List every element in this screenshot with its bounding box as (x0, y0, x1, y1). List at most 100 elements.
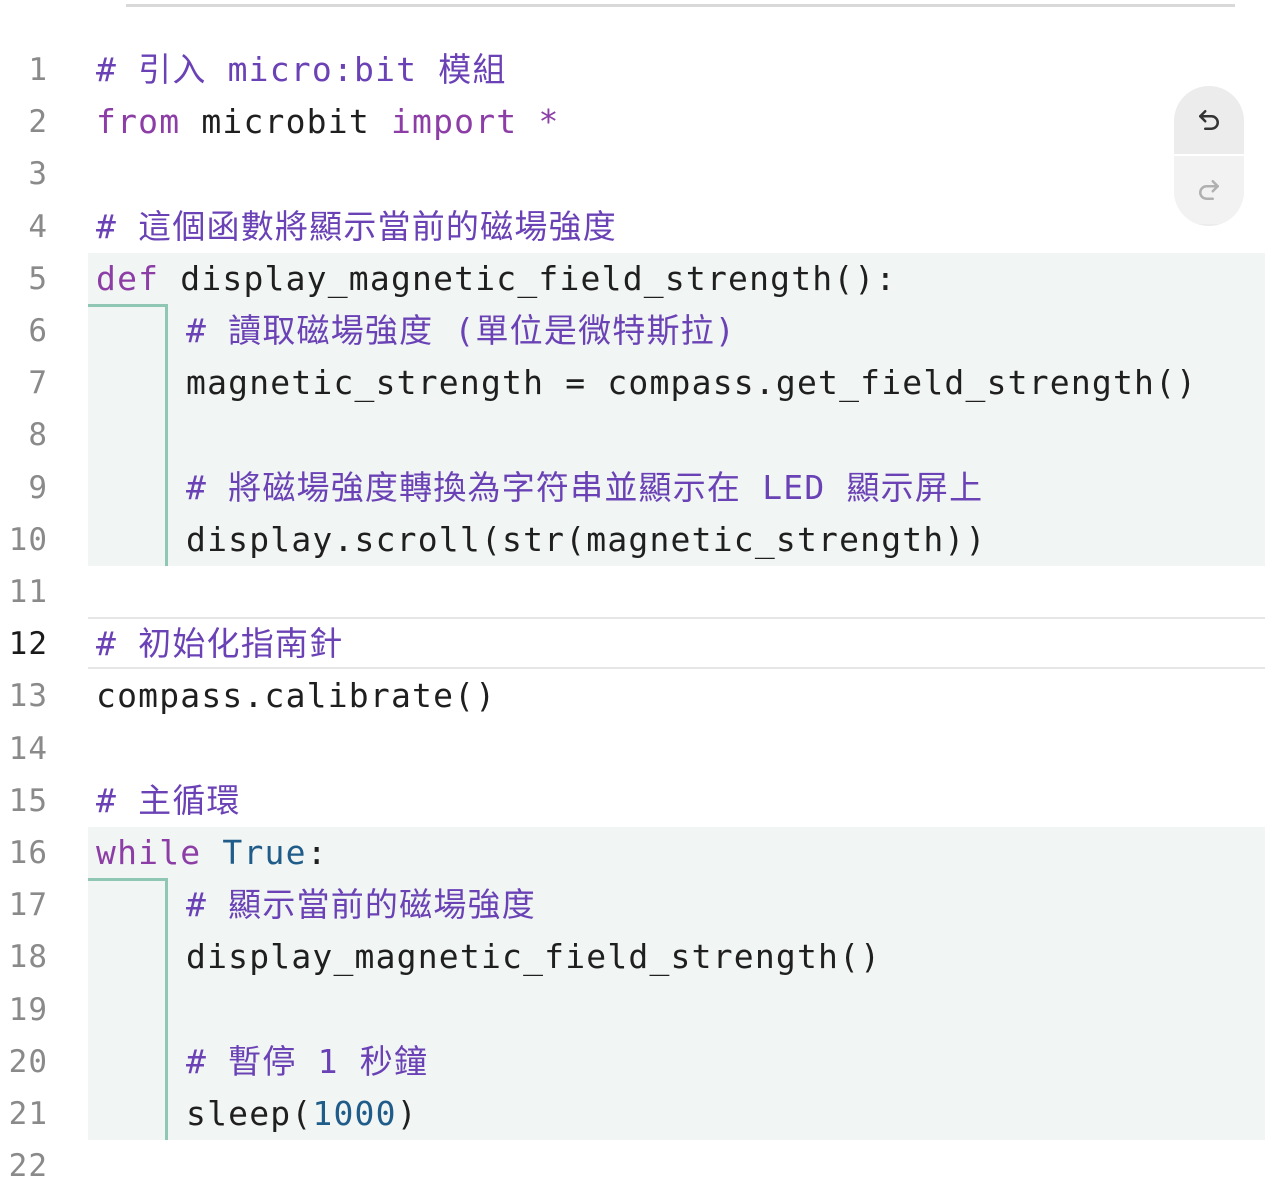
line-number: 11 (8, 574, 48, 610)
line-number: 8 (28, 417, 48, 454)
line-code[interactable]: # 初始化指南針 (96, 618, 343, 670)
code-token: sleep( (186, 1094, 313, 1133)
code-token: 1000 (312, 1094, 397, 1133)
line-number: 17 (8, 887, 48, 924)
code-line[interactable]: 16 while True: (0, 827, 1265, 879)
line-number: 6 (28, 313, 48, 349)
code-token: # 引入 micro:bit 模組 (96, 50, 507, 89)
top-divider (126, 4, 1235, 7)
line-number: 12 (8, 626, 48, 663)
line-code[interactable]: display.scroll(str(magnetic_strength)) (186, 514, 987, 566)
code-line[interactable]: 5 def display_magnetic_field_strength(): (0, 253, 1265, 305)
undo-icon (1199, 110, 1219, 130)
code-token: display_magnetic_field_strength() (186, 937, 882, 977)
code-token: : (306, 833, 328, 872)
code-token: import (390, 102, 518, 142)
line-number: 9 (28, 469, 48, 506)
code-line[interactable]: 9 # 將磁場強度轉換為字符串並顯示在 LED 顯示屏上 (0, 462, 1265, 514)
code-line[interactable]: 20 # 暫停 1 秒鐘 (0, 1036, 1265, 1088)
code-line[interactable]: 4 # 這個函數將顯示當前的磁場強度 (0, 201, 1265, 253)
code-token (201, 833, 222, 872)
code-line[interactable]: 15 # 主循環 (0, 775, 1265, 827)
code-line[interactable]: 7 magnetic_strength = compass.get_field_s… (0, 357, 1265, 409)
code-token: ) (396, 1094, 418, 1133)
line-code[interactable]: # 這個函數將顯示當前的磁場強度 (96, 201, 617, 253)
line-code[interactable]: from microbit import * (96, 96, 560, 148)
line-number: 20 (8, 1043, 48, 1080)
code-token: # 初始化指南針 (96, 624, 344, 664)
code-token: def (96, 258, 160, 298)
line-number: 2 (28, 104, 48, 141)
line-number: 4 (28, 208, 48, 245)
def-block-left-border (165, 304, 168, 566)
redo-icon (1199, 180, 1219, 200)
line-code[interactable]: # 引入 micro:bit 模組 (96, 44, 507, 96)
code-token: * (517, 102, 560, 142)
line-number: 1 (28, 52, 48, 88)
line-code[interactable]: # 將磁場強度轉換為字符串並顯示在 LED 顯示屏上 (186, 462, 983, 514)
code-token: microbit (180, 102, 391, 142)
code-token: display_magnetic_field_strength(): (159, 258, 897, 298)
code-line[interactable]: 8 (0, 409, 1265, 461)
line-number: 18 (8, 939, 48, 976)
line-number: 19 (8, 991, 48, 1028)
code-token: # 這個函數將顯示當前的磁場強度 (96, 206, 617, 246)
code-line[interactable]: 19 (0, 984, 1265, 1036)
line-number: 3 (28, 156, 48, 193)
line-code[interactable]: compass.calibrate() (96, 670, 496, 722)
code-line[interactable]: 6 # 讀取磁場強度 (單位是微特斯拉) (0, 305, 1265, 357)
code-token: # 主循環 (96, 780, 241, 820)
undo-button[interactable] (1174, 86, 1244, 154)
line-code[interactable]: display_magnetic_field_strength() (186, 931, 881, 983)
line-number: 10 (8, 521, 48, 558)
line-code[interactable]: magnetic_strength = compass.get_field_st… (186, 357, 1197, 409)
line-code[interactable]: while True: (96, 827, 328, 879)
code-token: while (96, 833, 202, 872)
def-block-background (88, 253, 1265, 566)
def-block-top-border (88, 304, 168, 307)
code-token: compass.calibrate() (96, 676, 497, 716)
while-block-background (88, 827, 1265, 1140)
active-line-highlight (88, 617, 1265, 669)
code-token: # 暫停 1 秒鐘 (186, 1041, 429, 1081)
code-token: from (96, 102, 181, 142)
while-block-top-border (88, 878, 168, 881)
line-number: 14 (8, 730, 48, 767)
code-line[interactable]: 10 display.scroll(str(magnetic_strength)) (0, 514, 1265, 566)
line-number: 21 (8, 1096, 48, 1132)
line-number: 15 (8, 782, 48, 819)
redo-button[interactable] (1174, 156, 1244, 224)
code-token: magnetic_strength = compass.get_field_st… (186, 363, 1198, 403)
code-line[interactable]: 3 (0, 148, 1265, 200)
code-line[interactable]: 12 # 初始化指南針 (0, 618, 1265, 670)
line-number: 22 (8, 1148, 48, 1185)
undo-divider (1174, 154, 1244, 156)
code-line[interactable]: 11 (0, 566, 1265, 618)
code-token: # 將磁場強度轉換為字符串並顯示在 LED 顯示屏上 (186, 467, 984, 507)
code-line[interactable]: 13 compass.calibrate() (0, 670, 1265, 722)
line-number: 13 (8, 678, 48, 715)
code-token: # 顯示當前的磁場強度 (186, 885, 536, 925)
line-code[interactable]: # 顯示當前的磁場強度 (186, 879, 536, 931)
code-line[interactable]: 21 sleep(1000) (0, 1088, 1265, 1140)
code-line[interactable]: 14 (0, 723, 1265, 775)
code-token: True (222, 833, 307, 872)
line-code[interactable]: sleep(1000) (186, 1088, 418, 1140)
line-number: 7 (28, 365, 48, 402)
undo-redo-panel (1174, 86, 1244, 226)
code-line[interactable]: 1 # 引入 micro:bit 模組 (0, 44, 1265, 96)
code-token: # 讀取磁場強度 (單位是微特斯拉) (186, 311, 736, 350)
code-line[interactable]: 18 display_magnetic_field_strength() (0, 931, 1265, 983)
while-block-left-border (165, 878, 168, 1140)
line-code[interactable]: # 暫停 1 秒鐘 (186, 1036, 428, 1088)
line-code[interactable]: # 讀取磁場強度 (單位是微特斯拉) (186, 305, 736, 357)
line-number: 16 (8, 835, 48, 871)
code-token: display.scroll(str(magnetic_strength)) (186, 519, 987, 559)
line-number: 5 (28, 260, 48, 297)
line-code[interactable]: # 主循環 (96, 775, 241, 827)
code-line[interactable]: 2 from microbit import * (0, 96, 1265, 148)
code-line[interactable]: 17 # 顯示當前的磁場強度 (0, 879, 1265, 931)
code-line[interactable]: 22 (0, 1140, 1265, 1192)
line-code[interactable]: def display_magnetic_field_strength(): (96, 253, 897, 305)
